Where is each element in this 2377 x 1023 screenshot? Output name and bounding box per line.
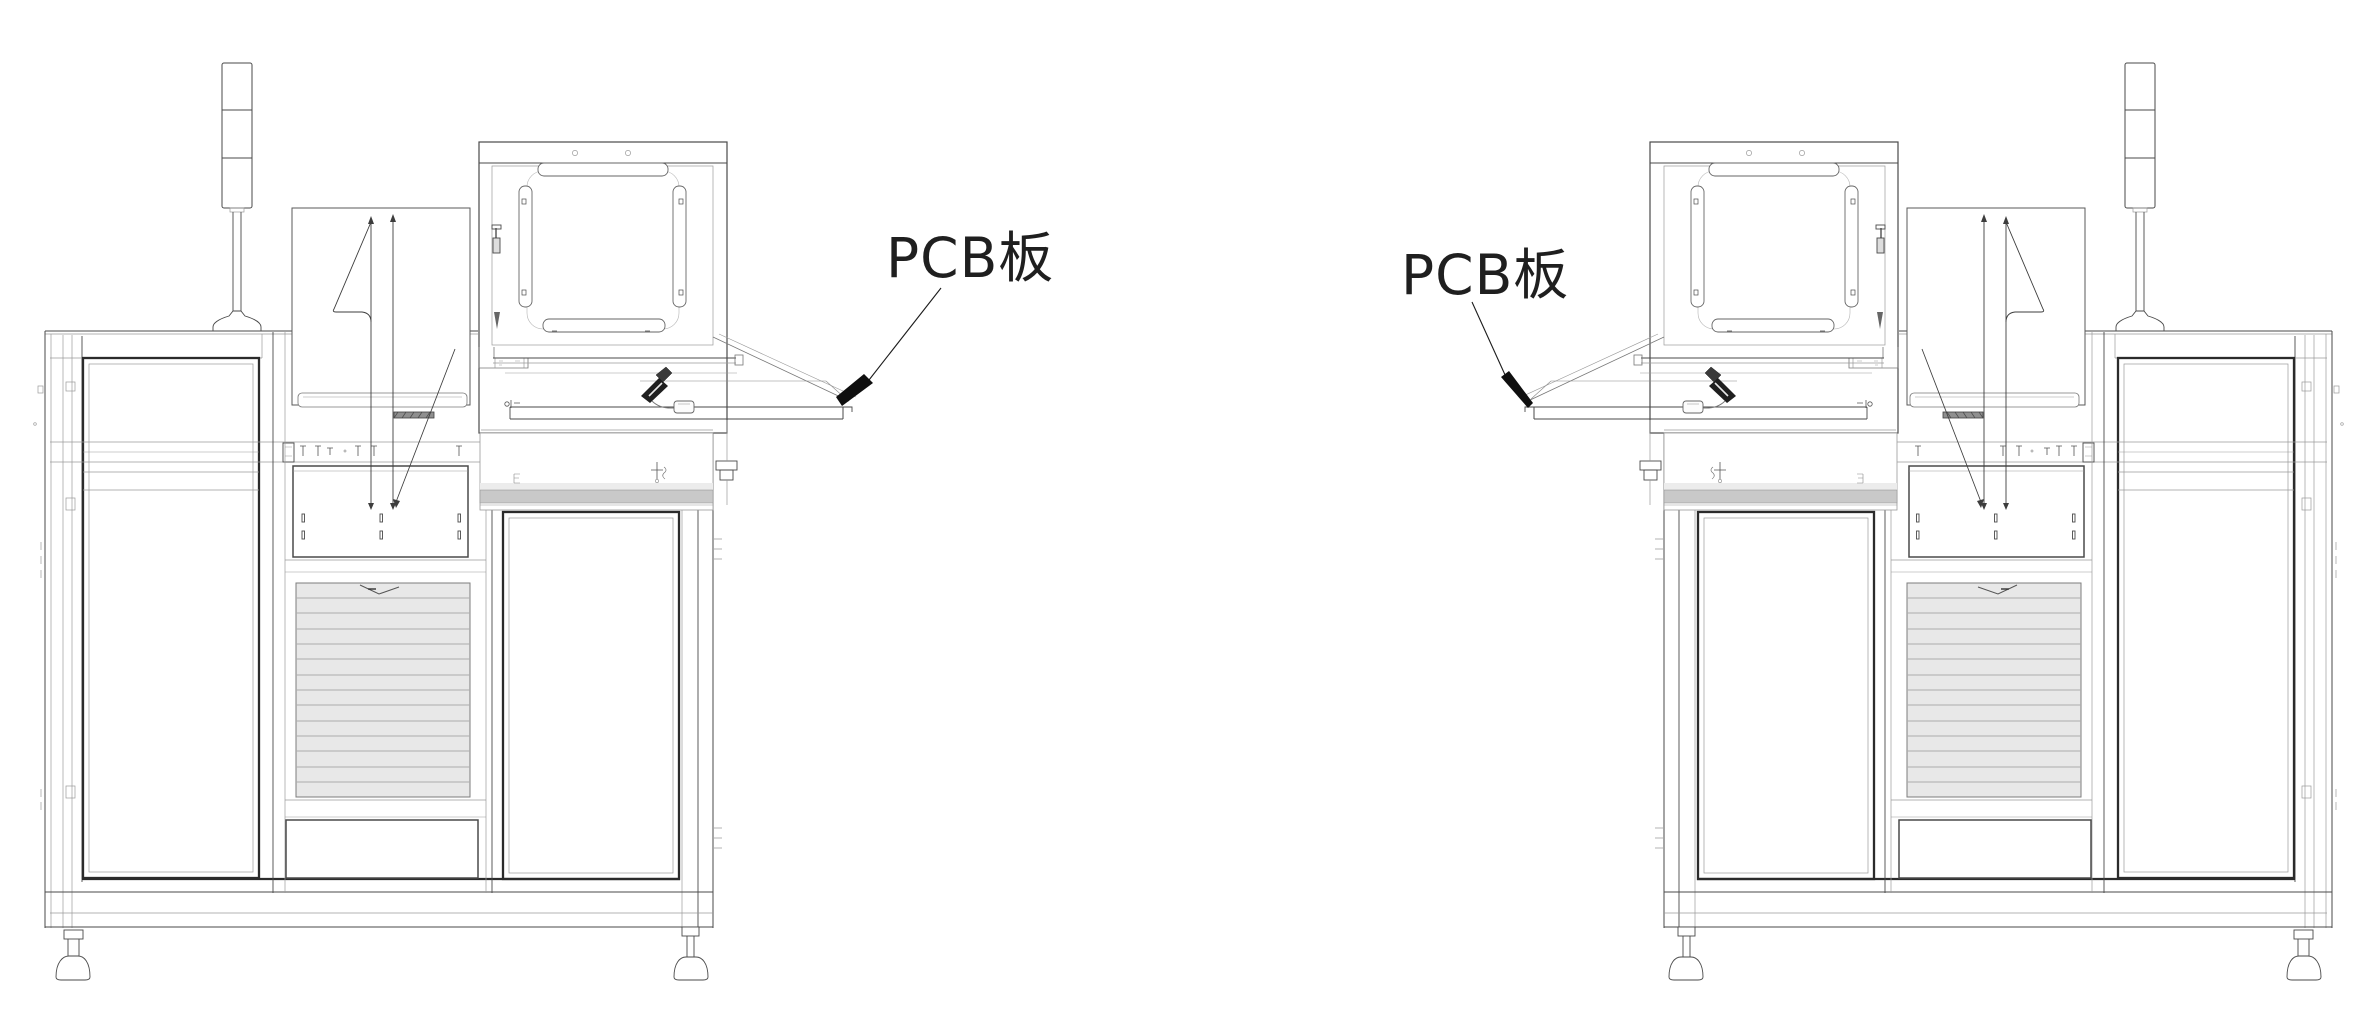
left-machine xyxy=(32,61,858,982)
leader-line xyxy=(1471,301,1507,378)
pcb-annotation-left: PCB板 xyxy=(836,226,1054,406)
arrowhead-icon xyxy=(1501,371,1533,408)
leader-line xyxy=(868,287,942,381)
arrowhead-icon xyxy=(836,374,873,406)
pcb-label-right: PCB板 xyxy=(1401,243,1569,307)
pcb-annotation-right: PCB板 xyxy=(1401,243,1569,408)
right-machine xyxy=(1519,61,2345,982)
pcb-label-left: PCB板 xyxy=(886,226,1054,290)
